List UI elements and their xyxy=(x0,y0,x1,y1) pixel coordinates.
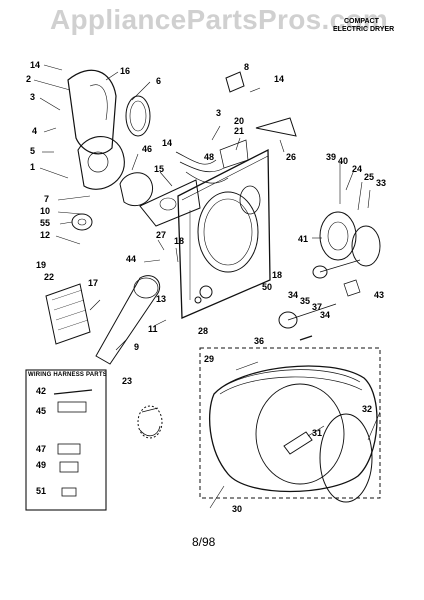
callout-label: 31 xyxy=(312,428,322,438)
rear-bulkhead xyxy=(177,148,271,319)
callout-label: 44 xyxy=(126,254,136,264)
outlet-duct xyxy=(67,69,117,155)
callout-label: 11 xyxy=(148,324,158,334)
callout-label: 8 xyxy=(244,62,249,72)
drum-seal xyxy=(319,413,373,503)
header-line-1: COMPACT xyxy=(344,18,379,25)
front-cover xyxy=(351,225,381,267)
blower-wheel xyxy=(119,172,154,207)
callout-label: 27 xyxy=(156,230,166,240)
callout-label: 28 xyxy=(198,326,208,336)
callout-label: 34 xyxy=(288,290,298,300)
callout-label: 18 xyxy=(174,236,184,246)
callout-label: 23 xyxy=(122,376,132,386)
callout-label: 14 xyxy=(30,60,40,70)
callout-label: 29 xyxy=(204,354,214,364)
thermostat-box xyxy=(225,71,245,93)
callout-label: 16 xyxy=(120,66,130,76)
callout-label: 5 xyxy=(30,146,35,156)
lint-filter xyxy=(45,283,91,345)
callout-label: 45 xyxy=(36,406,46,416)
callout-label: 34 xyxy=(320,310,330,320)
callout-label: 25 xyxy=(364,172,374,182)
callout-label: 50 xyxy=(262,282,272,292)
drum-roller xyxy=(312,265,328,279)
callout-label: 9 xyxy=(134,342,139,352)
drum-roller-2 xyxy=(278,311,298,329)
callout-label: 17 xyxy=(88,278,98,288)
callout-label: 35 xyxy=(300,296,310,306)
callout-label: 22 xyxy=(44,272,54,282)
callout-label: 6 xyxy=(156,76,161,86)
callout-label: 39 xyxy=(326,152,336,162)
wiring-harness xyxy=(175,151,229,184)
callout-label: 51 xyxy=(36,486,46,496)
drum-baffle xyxy=(283,431,313,455)
callout-label: 46 xyxy=(142,144,152,154)
callout-label: 37 xyxy=(312,302,322,312)
footer-date: 8/98 xyxy=(192,535,216,549)
callout-label: 32 xyxy=(362,404,372,414)
callout-label: 30 xyxy=(232,504,242,514)
bulkhead-opening xyxy=(197,191,259,273)
callout-label: 7 xyxy=(44,194,49,204)
callout-label: 13 xyxy=(156,294,166,304)
header-line-2: ELECTRIC DRYER xyxy=(333,26,395,33)
callout-label: 41 xyxy=(298,234,308,244)
wiring-harness-parts-box xyxy=(25,369,107,511)
callout-label: 19 xyxy=(36,260,46,270)
harness-box-title: WIRING HARNESS PARTS xyxy=(28,372,107,378)
motor-bracket xyxy=(139,179,201,227)
callout-label: 14 xyxy=(162,138,172,148)
callout-label: 15 xyxy=(154,164,164,174)
callout-label: 49 xyxy=(36,460,46,470)
callout-label: 2 xyxy=(26,74,31,84)
callout-label: 42 xyxy=(36,386,46,396)
mount-bracket xyxy=(255,117,297,137)
seal-ring xyxy=(125,95,151,137)
callout-label: 1 xyxy=(30,162,35,172)
callout-label: 48 xyxy=(204,152,214,162)
callout-label: 3 xyxy=(30,92,35,102)
front-bearing-plate xyxy=(319,211,357,261)
heater-element xyxy=(219,139,249,169)
callout-label: 40 xyxy=(338,156,348,166)
roller-shaft xyxy=(287,259,361,321)
callout-label: 26 xyxy=(286,152,296,162)
callout-label: 18 xyxy=(272,270,282,280)
callout-label: 36 xyxy=(254,336,264,346)
callout-label: 43 xyxy=(374,290,384,300)
callout-label: 33 xyxy=(376,178,386,188)
lint-duct xyxy=(95,275,161,365)
drum xyxy=(209,365,378,493)
callout-label: 47 xyxy=(36,444,46,454)
callout-label: 12 xyxy=(40,230,50,240)
watermark-text: AppliancePartsPros.com xyxy=(50,4,389,35)
callout-label: 55 xyxy=(40,218,50,228)
sensor-bracket xyxy=(137,405,163,439)
drum-group-box xyxy=(199,347,381,499)
callout-label: 14 xyxy=(274,74,284,84)
callout-label: 10 xyxy=(40,206,50,216)
callout-label: 4 xyxy=(32,126,37,136)
callout-label: 20 xyxy=(234,116,244,126)
callout-label: 21 xyxy=(234,126,244,136)
callout-label: 3 xyxy=(216,108,221,118)
blower-housing xyxy=(77,136,125,190)
callout-label: 24 xyxy=(352,164,362,174)
idler-pulley xyxy=(71,213,93,231)
bearing-bracket xyxy=(343,279,361,297)
